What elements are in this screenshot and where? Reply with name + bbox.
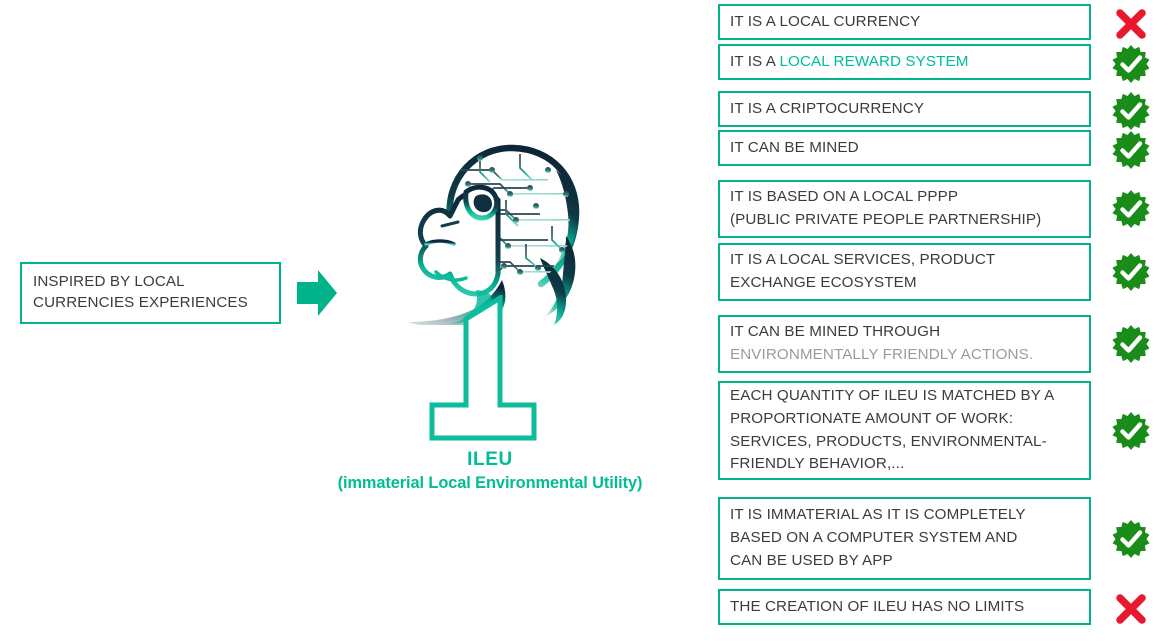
statement-text-segment: THE CREATION OF ILEU HAS NO LIMITS (730, 597, 1025, 615)
statement-text-segment: ENVIRONMENTALLY FRIENDLY ACTIONS. (730, 346, 1034, 363)
red-cross-icon (1111, 589, 1151, 629)
statement-text: IT CAN BE MINED (730, 137, 859, 160)
statement-box-local-pppp[interactable]: IT IS BASED ON A LOCAL PPPP (PUBLIC PRIV… (718, 180, 1091, 238)
statement-row: IT IS A LOCAL REWARD SYSTEM (718, 44, 1169, 83)
statement-text: IT IS A LOCAL CURRENCY (730, 11, 920, 34)
statement-text: IT IS A LOCAL REWARD SYSTEM (730, 51, 968, 74)
logo-expansion: (immaterial Local Environmental Utility) (337, 473, 643, 492)
statement-text: THE CREATION OF ILEU HAS NO LIMITS (730, 596, 1024, 619)
statement-text-segment: IT IS A LOCAL SERVICES, PRODUCT EXCHANGE… (730, 251, 996, 291)
inspired-by-box: INSPIRED BY LOCAL CURRENCIES EXPERIENCES (20, 262, 281, 324)
statement-box-can-be-mined[interactable]: IT CAN BE MINED (718, 130, 1091, 166)
statement-text: IT CAN BE MINED THROUGH ENVIRONMENTALLY … (730, 321, 1033, 367)
statement-row: IT IS A LOCAL SERVICES, PRODUCT EXCHANGE… (718, 243, 1169, 301)
statement-text: IT IS A LOCAL SERVICES, PRODUCT EXCHANGE… (730, 249, 995, 295)
green-check-badge-icon (1111, 411, 1151, 451)
green-check-badge-icon (1111, 324, 1151, 364)
statement-box-immaterial-app[interactable]: IT IS IMMATERIAL AS IT IS COMPLETELY BAS… (718, 497, 1091, 580)
statement-text: EACH QUANTITY OF ILEU IS MATCHED BY A PR… (730, 385, 1054, 476)
statement-row: IT CAN BE MINED THROUGH ENVIRONMENTALLY … (718, 315, 1169, 373)
statement-row: IT IS BASED ON A LOCAL PPPP (PUBLIC PRIV… (718, 180, 1169, 238)
statement-text: IT IS A CRIPTOCURRENCY (730, 98, 924, 121)
statement-row: IT IS IMMATERIAL AS IT IS COMPLETELY BAS… (718, 497, 1169, 580)
statement-text-segment: IT IS A (730, 52, 780, 70)
statement-box-exchange-ecosystem[interactable]: IT IS A LOCAL SERVICES, PRODUCT EXCHANGE… (718, 243, 1091, 301)
statement-box-no-limits[interactable]: THE CREATION OF ILEU HAS NO LIMITS (718, 589, 1091, 625)
statement-row: THE CREATION OF ILEU HAS NO LIMITS (718, 589, 1169, 625)
statement-text-segment: EACH QUANTITY OF ILEU IS MATCHED BY A PR… (730, 386, 1055, 473)
statement-box-proportionate-work[interactable]: EACH QUANTITY OF ILEU IS MATCHED BY A PR… (718, 381, 1091, 480)
statement-row: IT IS A LOCAL CURRENCY (718, 4, 1169, 40)
statement-box-criptocurrency[interactable]: IT IS A CRIPTOCURRENCY (718, 91, 1091, 127)
statement-text: IT IS IMMATERIAL AS IT IS COMPLETELY BAS… (730, 504, 1026, 572)
statement-row: IT IS A CRIPTOCURRENCY (718, 91, 1169, 130)
red-cross-icon (1111, 4, 1151, 44)
inspired-by-text: INSPIRED BY LOCAL CURRENCIES EXPERIENCES (33, 273, 248, 311)
ileu-logo-block: ILEU (immaterial Local Environmental Uti… (290, 140, 690, 510)
statement-text-segment: IT IS A CRIPTOCURRENCY (730, 99, 925, 117)
statement-text-segment: IT CAN BE MINED (730, 138, 859, 156)
logo-caption: ILEU (immaterial Local Environmental Uti… (290, 448, 690, 494)
green-check-badge-icon (1111, 130, 1151, 170)
green-check-badge-icon (1111, 519, 1151, 559)
green-check-badge-icon (1111, 91, 1151, 131)
green-check-badge-icon (1111, 252, 1151, 292)
statement-text: IT IS BASED ON A LOCAL PPPP (PUBLIC PRIV… (730, 186, 1041, 232)
green-check-badge-icon (1111, 189, 1151, 229)
lion-head-circuit-icon (380, 140, 600, 330)
statement-text-segment: IT IS IMMATERIAL AS IT IS COMPLETELY BAS… (730, 506, 1026, 569)
statement-text-segment: IT IS A LOCAL CURRENCY (730, 12, 921, 30)
green-check-badge-icon (1111, 44, 1151, 84)
statement-box-local-reward-system[interactable]: IT IS A LOCAL REWARD SYSTEM (718, 44, 1091, 80)
statement-text-segment: IT CAN BE MINED THROUGH (730, 323, 941, 341)
statement-list: IT IS A LOCAL CURRENCY IT IS A LOCAL REWA… (718, 0, 1169, 641)
statement-box-local-currency[interactable]: IT IS A LOCAL CURRENCY (718, 4, 1091, 40)
statement-text-segment: IT IS BASED ON A LOCAL PPPP (PUBLIC PRIV… (730, 188, 1042, 228)
numeral-one-icon (418, 293, 548, 443)
left-panel: INSPIRED BY LOCAL CURRENCIES EXPERIENCES (20, 140, 690, 510)
statement-row: IT CAN BE MINED (718, 130, 1169, 169)
statement-text-segment: LOCAL REWARD SYSTEM (779, 52, 969, 70)
statement-row: EACH QUANTITY OF ILEU IS MATCHED BY A PR… (718, 381, 1169, 480)
logo-acronym: ILEU (467, 449, 513, 470)
arrow-right-icon (296, 268, 338, 318)
statement-box-mined-environmentally[interactable]: IT CAN BE MINED THROUGH ENVIRONMENTALLY … (718, 315, 1091, 373)
